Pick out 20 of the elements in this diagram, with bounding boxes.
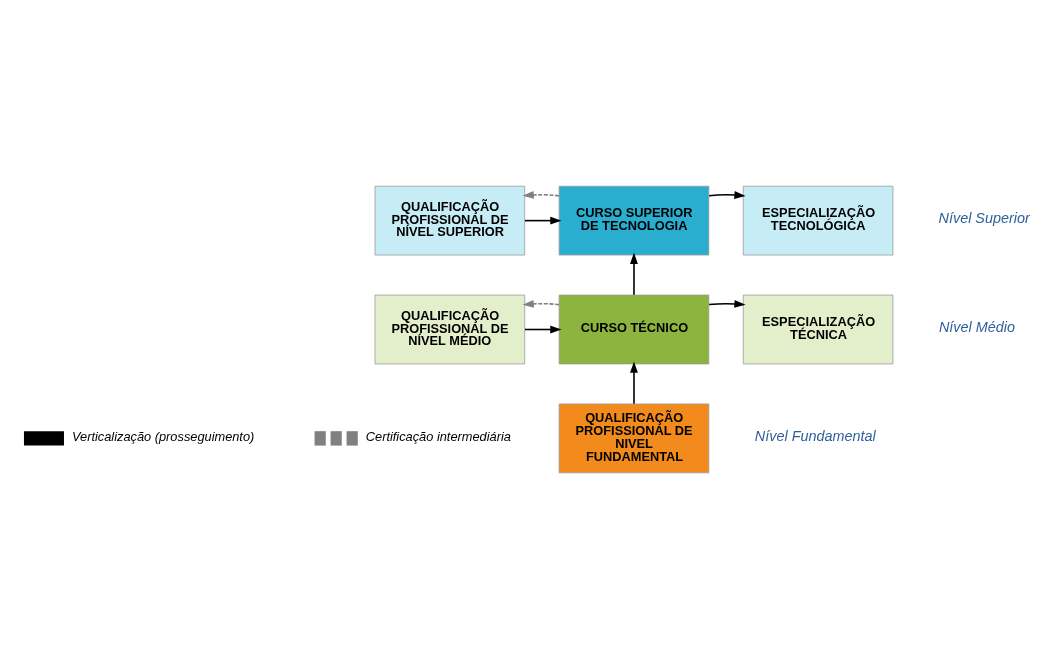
arrow bbox=[630, 361, 638, 405]
arrow bbox=[524, 325, 562, 334]
node-box: ESPECIALIZAÇÃO TECNOLÓGICA bbox=[742, 185, 894, 256]
label: Nível Fundamental bbox=[754, 428, 876, 445]
arrow bbox=[522, 191, 560, 199]
arrow bbox=[630, 252, 638, 296]
arrow bbox=[708, 191, 746, 199]
arrow bbox=[708, 299, 746, 308]
node-box: QUALIFICAÇÃO PROFISSIONAL DE NÍVEL SUPERIOR bbox=[374, 185, 526, 256]
label: Nível Superior bbox=[938, 210, 1030, 227]
legend-label: Certificação intermediária bbox=[365, 428, 511, 444]
node-box: ESPECIALIZAÇÃO TÉCNICA bbox=[742, 294, 894, 365]
legend-label: Verticalização (prosseguimento) bbox=[71, 428, 255, 444]
label: Nível Médio bbox=[938, 319, 1015, 336]
arrow bbox=[524, 216, 562, 225]
arrow bbox=[522, 299, 560, 308]
node-box: QUALIFICAÇÃO PROFISSIONAL DE NÍVEL MÉDIO bbox=[374, 294, 526, 365]
node-box: CURSO SUPERIOR DE TECNOLOGIA bbox=[558, 185, 710, 256]
node-box: CURSO TÉCNICO bbox=[558, 294, 710, 365]
node-box: QUALIFICAÇÃO PROFISSIONAL DE NIVEL FUNDAMENTAL bbox=[558, 403, 710, 474]
